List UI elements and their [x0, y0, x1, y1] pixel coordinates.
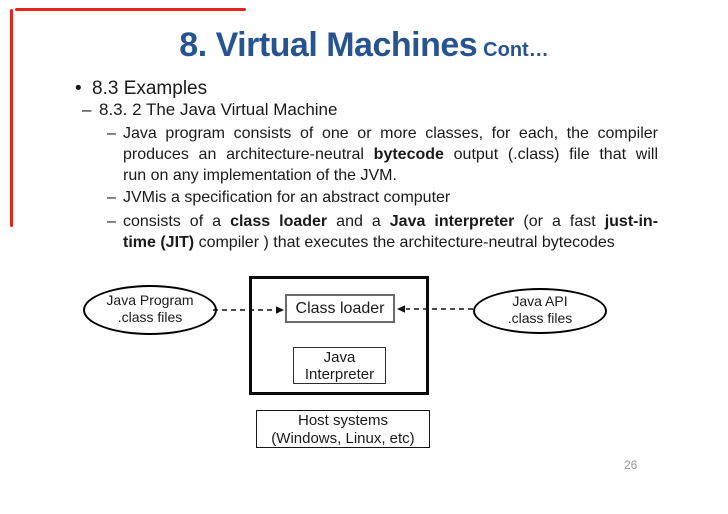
bullet-item-jvm-spec: – JVMis a specification for an abstract … — [107, 187, 658, 208]
text-run: consists of a — [123, 213, 231, 230]
text-run-bold: just-in- — [604, 213, 659, 230]
dash-marker: – — [107, 213, 116, 230]
host-systems-line1: Host systems — [297, 412, 388, 429]
bullet-marker: • — [75, 78, 82, 99]
text-line: time (JIT) compiler ) that executes the … — [123, 232, 658, 253]
text-line: produces an architecture-neutral bytecod… — [123, 144, 658, 165]
text-run: and a — [327, 213, 390, 230]
java-interpreter-line2: Interpreter — [304, 366, 375, 383]
slide-title-main: 8. Virtual Machines — [179, 26, 478, 64]
text-run: (or a fast — [514, 213, 605, 230]
text-run: run on any implementation of the JVM. — [123, 167, 397, 184]
text-run: Java program consists of one or more cla… — [123, 125, 658, 142]
dash-marker: – — [107, 125, 116, 142]
page-number: 26 — [624, 458, 638, 472]
bullet-item-jvm-heading-label: 8.3. 2 The Java Virtual Machine — [99, 100, 338, 119]
bullet-item-consists: – consists of a class loader and a Java … — [107, 211, 658, 253]
text-run-bold: time (JIT) — [123, 234, 195, 251]
text-line: Java program consists of one or more cla… — [123, 123, 658, 144]
text-run: produces an architecture-neutral — [123, 146, 374, 163]
java-program-ellipse-line1: Java Program — [106, 292, 194, 308]
text-run: output (.class) file that will — [443, 146, 659, 163]
text-line: run on any implementation of the JVM. — [123, 165, 658, 186]
bullet-item-examples: • 8.3 Examples — [75, 78, 207, 100]
slide-title-suffix: Cont… — [483, 39, 549, 61]
text-line: JVMis a specification for an abstract co… — [123, 187, 658, 208]
text-run: compiler ) that executes the architectur… — [194, 234, 615, 251]
class-loader-box: Class loader — [285, 294, 395, 323]
java-api-ellipse-line1: Java API — [512, 293, 568, 309]
class-loader-label: Class loader — [295, 300, 385, 317]
host-systems-box: Host systems (Windows, Linux, etc) — [256, 410, 430, 448]
host-systems-line2: (Windows, Linux, etc) — [271, 430, 415, 447]
bullet-item-java-program: – Java program consists of one or more c… — [107, 123, 658, 186]
red-pen-vertical-line — [10, 9, 13, 227]
text-run-bold: bytecode — [373, 146, 444, 163]
java-api-ellipse: Java API .class files — [473, 288, 607, 334]
java-program-ellipse-line2: .class files — [117, 309, 183, 325]
java-api-ellipse-line2: .class files — [507, 310, 573, 326]
dash-marker: – — [82, 100, 92, 119]
text-run-bold: Java interpreter — [389, 213, 515, 230]
java-interpreter-box: Java Interpreter — [293, 347, 386, 384]
text-run-bold: class loader — [230, 213, 328, 230]
text-line: consists of a class loader and a Java in… — [123, 211, 658, 232]
java-interpreter-line1: Java — [323, 349, 356, 366]
java-program-ellipse: Java Program .class files — [83, 285, 217, 335]
dash-marker: – — [107, 189, 116, 206]
text-run: JVMis a specification for an abstract co… — [123, 189, 451, 206]
bullet-item-examples-label: 8.3 Examples — [92, 78, 208, 99]
bullet-item-jvm-heading: –8.3. 2 The Java Virtual Machine — [82, 100, 337, 120]
red-pen-horizontal-line — [15, 8, 246, 11]
